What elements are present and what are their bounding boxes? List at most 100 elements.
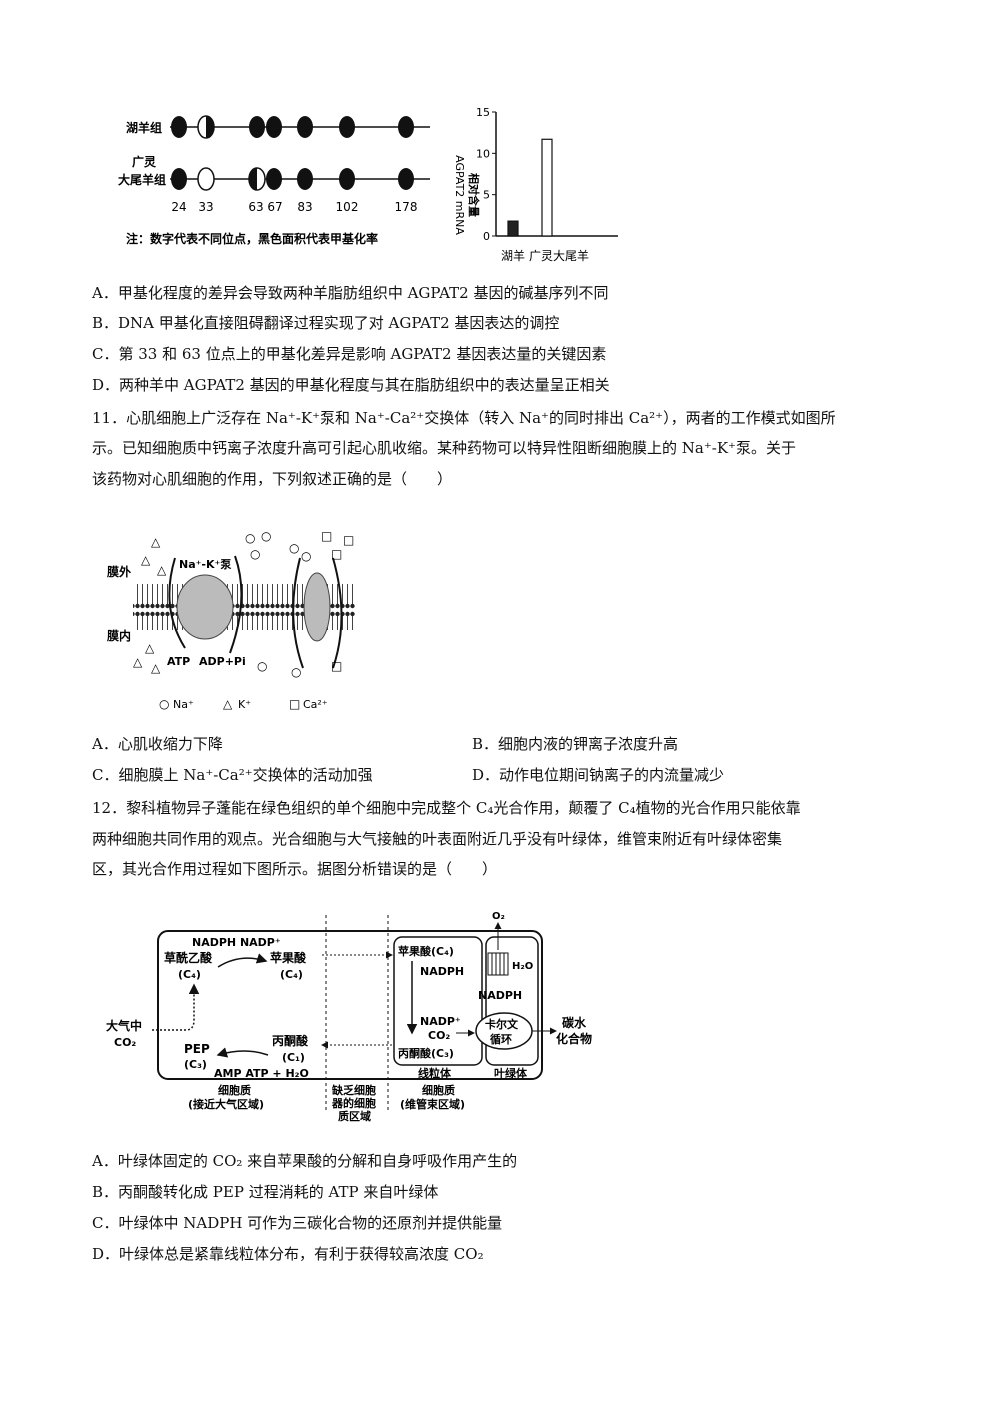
- mid-label-2: 器的细胞: [331, 1096, 376, 1110]
- chart-category-label: 湖羊: [501, 248, 525, 263]
- ca-ion-icon: □: [331, 659, 342, 673]
- calvin-label-1: 卡尔文: [485, 1017, 519, 1031]
- site-67-hu: [266, 116, 282, 138]
- pos-83: 83: [297, 200, 312, 214]
- na-ion-icon: ○: [245, 531, 255, 545]
- na-k-pump: [176, 574, 234, 640]
- legend-k: K⁺: [238, 698, 251, 711]
- chart-ytick-label: 0: [483, 230, 490, 243]
- pep-label: PEP: [184, 1042, 210, 1056]
- cell-outline: [157, 930, 543, 1080]
- cyto1-label-1: 细胞质: [218, 1083, 251, 1097]
- q10-option-a: A．甲基化程度的差异会导致两种羊脂肪组织中 AGPAT2 基因的碱基序列不同: [92, 284, 609, 302]
- site-33-gl: [197, 167, 215, 191]
- legend-na-icon: ○: [159, 697, 169, 711]
- chart-ytick-label: 15: [476, 106, 490, 119]
- site-63-gl-fill: [249, 168, 257, 190]
- q12-option-a: A．叶绿体固定的 CO₂ 来自苹果酸的分解和自身呼吸作用产生的: [92, 1152, 518, 1170]
- q11-stem-1: 11．心肌细胞上广泛存在 Na⁺-K⁺泵和 Na⁺-Ca²⁺交换体（转入 Na⁺…: [92, 409, 836, 427]
- carb-label-2: 化合物: [556, 1031, 592, 1046]
- mito-pyruvate: 丙酮酸(C₃): [398, 1046, 454, 1060]
- pyruvate-c1: (C₁): [282, 1051, 305, 1064]
- calvin-label-2: 循环: [490, 1032, 512, 1046]
- row1-label: 湖羊组: [126, 120, 162, 135]
- figure-note: 注：数字代表不同位点，黑色面积代表甲基化率: [126, 231, 378, 246]
- cyto2-label-1: 细胞质: [422, 1083, 455, 1097]
- q11-stem-2: 示。已知细胞质中钙离子浓度升高可引起心肌收缩。某种药物可以特异性阻断细胞膜上的 …: [92, 439, 796, 457]
- q11-stem-3: 该药物对心肌细胞的作用，下列叙述正确的是（ ）: [92, 470, 453, 488]
- na-ion-icon: ○: [289, 541, 299, 555]
- k-ion-icon: △: [157, 563, 167, 577]
- q11-option-d: D．动作电位期间钠离子的内流量减少: [472, 766, 725, 784]
- ca-ion-icon: □: [343, 533, 354, 547]
- h2o-label: H₂O: [512, 961, 533, 972]
- atm-label-2: CO₂: [114, 1036, 136, 1049]
- oaa-to-malate-arrow: [217, 953, 268, 968]
- q10-option-c: C．第 33 和 63 位点上的甲基化差异是影响 AGPAT2 基因表达量的关键…: [92, 345, 607, 363]
- q11-option-a: A．心肌收缩力下降: [92, 735, 223, 753]
- chart-ytick-label: 5: [483, 189, 490, 202]
- pump-arrow-out: [229, 555, 243, 654]
- nadph-nadp-label: NADPH NADP⁺: [192, 936, 281, 949]
- q12-option-d: D．叶绿体总是紧靠线粒体分布，有利于获得较高浓度 CO₂: [92, 1245, 484, 1263]
- chart-category-label: 广灵大尾羊: [529, 248, 589, 263]
- pos-102: 102: [336, 200, 359, 214]
- q10-option-b: B．DNA 甲基化直接阻碍翻译过程实现了对 AGPAT2 基因表达的调控: [92, 314, 560, 332]
- membrane-figure: 膜外 膜内 Na⁺-K⁺泵 ATP ADP+Pi △ △ △ ○ ○ ○ ○ ○…: [107, 529, 355, 711]
- exchanger-arrow-1: [292, 557, 304, 669]
- agpat2-bar-chart: AGPAT2 mRNA 相对含量 051015 湖羊广灵大尾羊: [453, 106, 618, 263]
- na-ion-icon: ○: [261, 529, 271, 543]
- ca-ion-icon: □: [321, 529, 332, 543]
- malate-c4: (C₄): [280, 968, 303, 981]
- k-ion-icon: △: [151, 661, 161, 675]
- site-67-gl: [266, 168, 282, 190]
- legend-k-icon: △: [223, 697, 233, 711]
- o2-label: O₂: [492, 911, 505, 922]
- ca-ion-icon: □: [331, 547, 342, 561]
- chloroplast-label: 叶绿体: [494, 1066, 528, 1080]
- site-178-hu: [398, 116, 414, 138]
- oaa-c4: (C₄): [178, 968, 201, 981]
- na-ion-icon: ○: [250, 547, 260, 561]
- k-ion-icon: △: [145, 641, 155, 655]
- atp-label: ATP: [167, 655, 190, 668]
- site-63-hu: [249, 116, 265, 138]
- pos-63: 63: [248, 200, 263, 214]
- row2-label-2: 大尾羊组: [118, 172, 166, 187]
- pos-24: 24: [171, 200, 186, 214]
- k-ion-icon: △: [133, 655, 143, 669]
- q12-stem-1: 12．黎科植物异子蓬能在绿色组织的单个细胞中完成整个 C₄光合作用，颠覆了 C₄…: [92, 799, 801, 817]
- inside-label: 膜内: [107, 628, 131, 643]
- site-33-hu-fill: [206, 116, 214, 138]
- mid-label-1: 缺乏细胞: [331, 1083, 376, 1097]
- na-ion-icon: ○: [291, 665, 301, 679]
- mid-label-3: 质区域: [338, 1109, 371, 1123]
- pos-67: 67: [267, 200, 282, 214]
- q12-stem-2: 两种细胞共同作用的观点。光合细胞与大气接触的叶表面附近几乎没有叶绿体，维管束附近…: [92, 830, 783, 848]
- mito-co2: CO₂: [428, 1029, 450, 1042]
- exchanger-arrow-2: [332, 557, 343, 669]
- site-83-hu: [297, 116, 313, 138]
- q12-option-b: B．丙酮酸转化成 PEP 过程消耗的 ATP 来自叶绿体: [92, 1183, 439, 1201]
- mito-nadph: NADPH: [420, 965, 464, 978]
- site-102-hu: [339, 116, 355, 138]
- q12-option-c: C．叶绿体中 NADPH 可作为三碳化合物的还原剂并提供能量: [92, 1214, 503, 1232]
- methylation-figure: 湖羊组 广灵 大尾羊组 24 33 63 67 83 102 178 注：数字代…: [118, 115, 430, 246]
- site-24-gl: [171, 168, 187, 190]
- cyto2-label-2: (维管束区域): [400, 1097, 465, 1111]
- legend-ca-icon: □: [289, 697, 300, 711]
- q11-option-c: C．细胞膜上 Na⁺-Ca²⁺交换体的活动加强: [92, 766, 373, 784]
- chart-bar: [541, 138, 553, 237]
- q11-option-b: B．细胞内液的钾离子浓度升高: [472, 735, 679, 753]
- k-ion-icon: △: [141, 553, 151, 567]
- pos-178: 178: [395, 200, 418, 214]
- malate-label: 苹果酸: [270, 950, 307, 965]
- cyto1-label-2: (接近大气区域): [188, 1097, 264, 1111]
- chl-nadph: NADPH: [478, 989, 522, 1002]
- pep-c3: (C₃): [184, 1058, 207, 1071]
- legend-ca: Ca²⁺: [303, 698, 328, 711]
- atm-label-1: 大气中: [106, 1018, 142, 1033]
- q12-stem-3: 区，其光合作用过程如下图所示。据图分析错误的是（ ）: [92, 860, 498, 878]
- mitochondrion: [393, 936, 483, 1066]
- mito-label: 线粒体: [418, 1066, 452, 1080]
